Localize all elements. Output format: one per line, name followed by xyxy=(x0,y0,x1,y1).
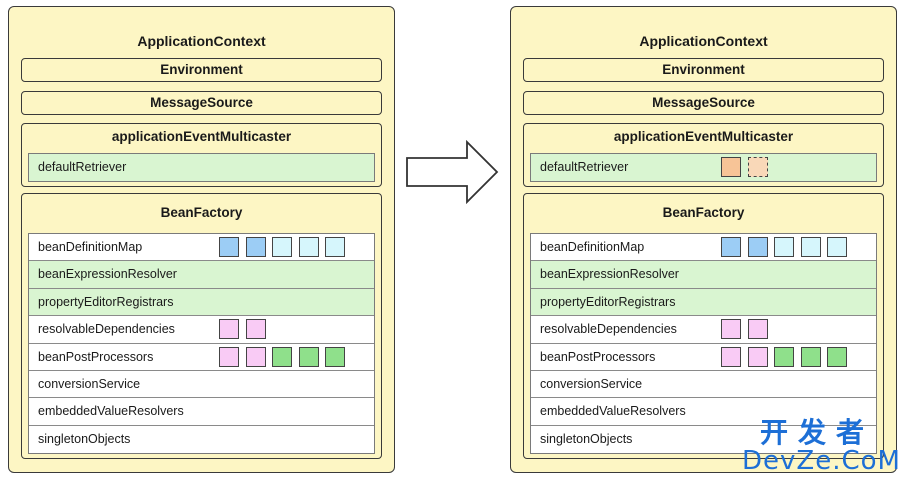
watermark-logo: 开发者 DevZe.CoM xyxy=(742,416,901,476)
bean-factory-row: conversionService xyxy=(29,370,374,399)
bean-square xyxy=(800,237,821,257)
multicaster-rows: defaultRetriever xyxy=(28,153,375,183)
row-label: beanPostProcessors xyxy=(540,349,656,364)
row-label: embeddedValueResolvers xyxy=(38,404,184,419)
watermark-cn: 开发者 xyxy=(759,416,874,449)
bean-factory-row: conversionService xyxy=(531,370,876,399)
context-title: ApplicationContext xyxy=(639,33,768,49)
bean-square xyxy=(747,319,768,340)
bean-square xyxy=(747,237,768,257)
bean-square xyxy=(298,237,319,257)
bean-factory-title: BeanFactory xyxy=(662,205,745,220)
bean-factory-rows: beanDefinitionMap beanExpressionResolver p… xyxy=(530,233,877,455)
row-label: defaultRetriever xyxy=(38,160,127,174)
multicaster-panel: applicationEventMulticaster defaultRetri… xyxy=(523,123,884,187)
bean-square xyxy=(272,346,292,367)
bean-factory-rows: beanDefinitionMap beanExpressionResolver p… xyxy=(28,233,375,455)
message-source-bar: MessageSource xyxy=(523,91,884,115)
bean-factory-row: embeddedValueResolvers xyxy=(29,398,374,426)
bean-factory-panel: BeanFactory beanDefinitionMap beanExpress… xyxy=(21,193,382,459)
bean-factory-row: singletonObjects xyxy=(531,425,876,454)
bean-factory-row: resolvableDependencies xyxy=(531,316,876,344)
environment-bar: Environment xyxy=(21,58,382,82)
bean-square xyxy=(827,346,847,367)
row-label: resolvableDependencies xyxy=(38,322,175,337)
default-retriever-row: defaultRetriever xyxy=(29,154,374,182)
bean-square xyxy=(245,346,266,367)
application-context-after: ApplicationContext Environment MessageSo… xyxy=(510,6,897,473)
right-arrow-icon xyxy=(406,140,499,204)
bean-square xyxy=(219,346,239,367)
default-retriever-row: defaultRetriever xyxy=(531,154,876,182)
bean-factory-row: beanDefinitionMap xyxy=(29,234,374,262)
bean-factory-row: resolvableDependencies xyxy=(29,316,374,344)
bean-square xyxy=(325,237,345,257)
bean-square xyxy=(219,237,239,257)
row-label: conversionService xyxy=(38,376,141,391)
row-label: singletonObjects xyxy=(38,431,131,446)
bean-factory-row: beanDefinitionMap xyxy=(531,234,876,262)
bean-square xyxy=(721,346,741,367)
context-title: ApplicationContext xyxy=(137,33,266,49)
row-label: beanExpressionResolver xyxy=(38,267,177,282)
row-label: conversionService xyxy=(540,376,643,391)
message-source-bar: MessageSource xyxy=(21,91,382,115)
bean-factory-panel: BeanFactory beanDefinitionMap beanExpress… xyxy=(523,193,884,459)
row-label: beanExpressionResolver xyxy=(540,267,679,282)
bean-factory-title: BeanFactory xyxy=(160,205,243,220)
bean-square xyxy=(774,346,794,367)
bean-square xyxy=(800,346,821,367)
row-label: beanDefinitionMap xyxy=(38,240,143,254)
bean-square xyxy=(774,237,794,257)
bean-square xyxy=(747,157,768,177)
bean-factory-row: beanPostProcessors xyxy=(29,343,374,371)
bean-factory-row: singletonObjects xyxy=(29,425,374,454)
bean-square xyxy=(245,319,266,340)
bean-square xyxy=(245,237,266,257)
multicaster-panel: applicationEventMulticaster defaultRetri… xyxy=(21,123,382,187)
multicaster-rows: defaultRetriever xyxy=(530,153,877,183)
bean-factory-row: beanExpressionResolver xyxy=(29,261,374,289)
multicaster-title: applicationEventMulticaster xyxy=(111,129,292,144)
bean-square xyxy=(747,346,768,367)
row-label: resolvableDependencies xyxy=(540,322,677,337)
row-label: defaultRetriever xyxy=(540,160,629,174)
row-label: beanPostProcessors xyxy=(38,349,154,364)
bean-factory-row: beanExpressionResolver xyxy=(531,261,876,289)
bean-square xyxy=(721,157,741,177)
row-label: propertyEditorRegistrars xyxy=(540,294,676,309)
bean-square xyxy=(298,346,319,367)
watermark-en: DevZe.CoM xyxy=(742,446,901,476)
multicaster-title: applicationEventMulticaster xyxy=(613,129,794,144)
bean-factory-row: embeddedValueResolvers xyxy=(531,398,876,426)
bean-factory-row: beanPostProcessors xyxy=(531,343,876,371)
row-label: propertyEditorRegistrars xyxy=(38,294,174,309)
bean-square xyxy=(219,319,239,340)
bean-factory-row: propertyEditorRegistrars xyxy=(531,288,876,317)
bean-square xyxy=(325,346,345,367)
bean-square xyxy=(827,237,847,257)
bean-factory-row: propertyEditorRegistrars xyxy=(29,288,374,317)
row-label: embeddedValueResolvers xyxy=(540,404,686,419)
row-label: beanDefinitionMap xyxy=(540,240,645,254)
environment-bar: Environment xyxy=(523,58,884,82)
bean-square xyxy=(272,237,292,257)
bean-square xyxy=(721,319,741,340)
application-context-before: ApplicationContext Environment MessageSo… xyxy=(8,6,395,473)
row-label: singletonObjects xyxy=(540,431,633,446)
bean-square xyxy=(721,237,741,257)
